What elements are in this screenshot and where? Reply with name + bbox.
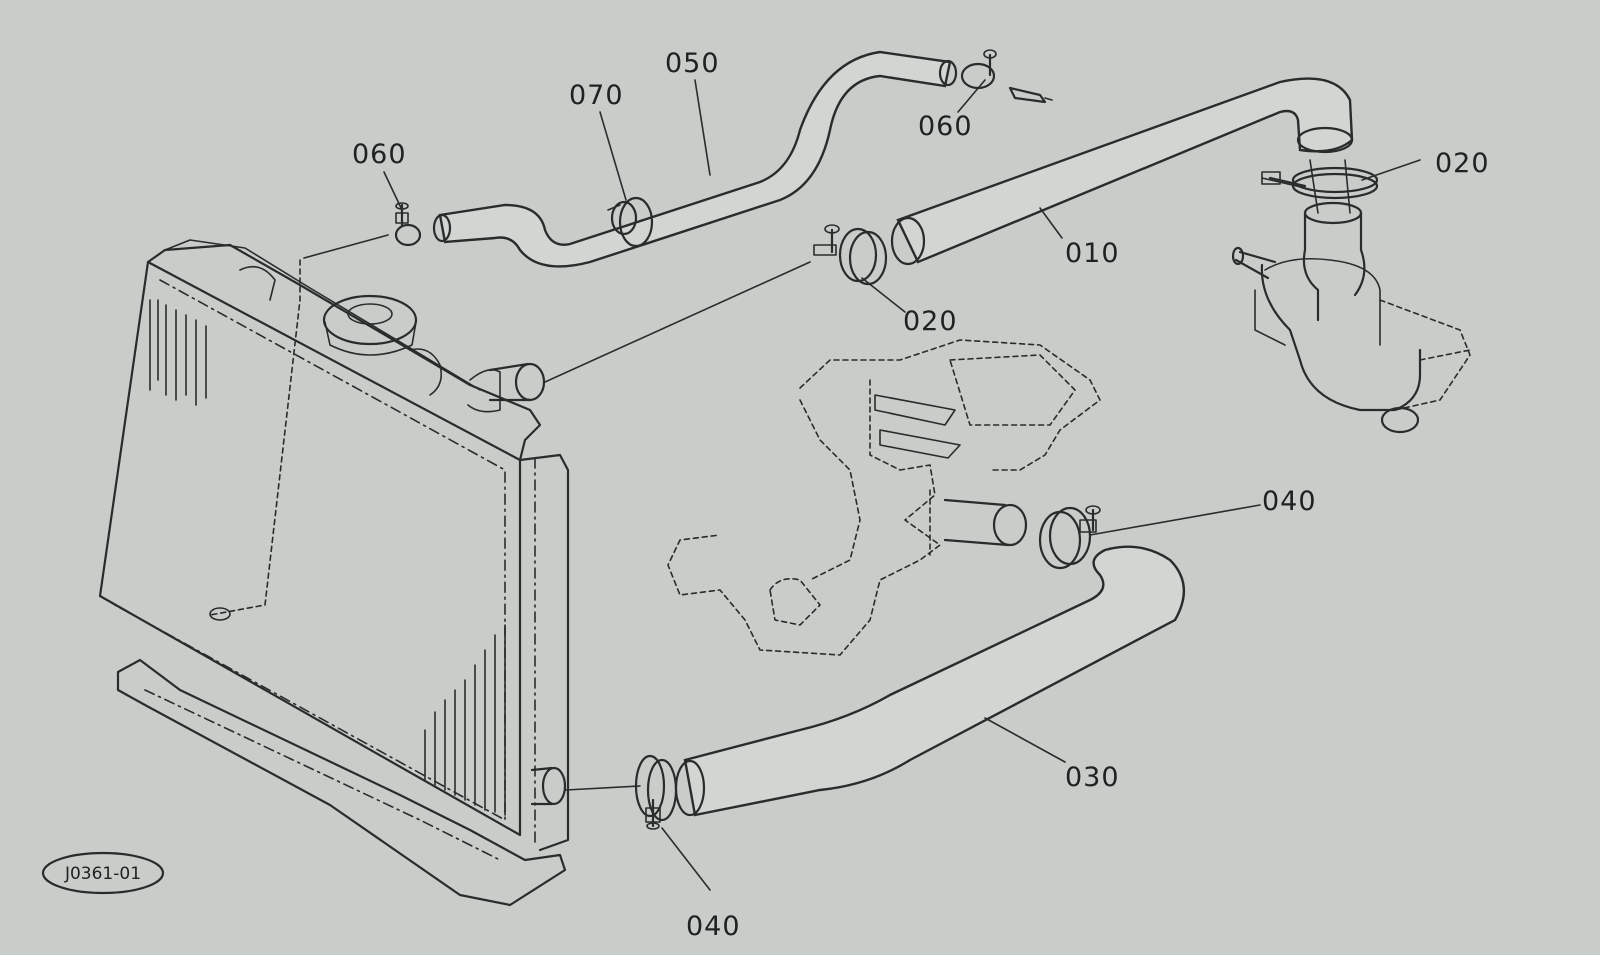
- radiator-fins-right: [424, 624, 506, 816]
- radiator-upper-outlet: [467, 362, 546, 413]
- clamp-020-mid: [813, 224, 888, 286]
- clamp-060-right: [960, 49, 1053, 104]
- radiator-fins-left: [149, 299, 207, 406]
- figure-code-badge: J0361-01: [41, 851, 165, 895]
- callout-040-right: 040: [1262, 486, 1317, 517]
- callout-020-mid: 020: [903, 306, 958, 337]
- callout-060-left: 060: [352, 139, 407, 170]
- radiator-cap: [322, 294, 418, 356]
- callout-020-top: 020: [1435, 148, 1490, 179]
- radiator: [98, 239, 570, 907]
- radiator-lower-outlet: [530, 766, 567, 806]
- callout-060-right: 060: [918, 111, 973, 142]
- assembly-lines: [303, 159, 1351, 791]
- callout-070: 070: [569, 80, 624, 111]
- callout-040-bottom: 040: [686, 911, 741, 942]
- hose-050-bypass: [432, 50, 958, 268]
- clamp-040-right: [1038, 505, 1101, 570]
- figure-code: J0361-01: [64, 864, 141, 884]
- clamp-040-bottom: [634, 754, 678, 830]
- clamp-020-top: [1261, 166, 1379, 200]
- thermostat-housing: [1231, 201, 1471, 434]
- hose-010-upper: [890, 77, 1354, 266]
- engine-block: [667, 339, 1101, 656]
- callout-010: 010: [1065, 238, 1120, 269]
- callout-030: 030: [1065, 762, 1120, 793]
- clamp-060-left: [394, 202, 422, 247]
- clip-070: [607, 196, 654, 248]
- leader-lines: [383, 79, 1421, 891]
- callout-050: 050: [665, 48, 720, 79]
